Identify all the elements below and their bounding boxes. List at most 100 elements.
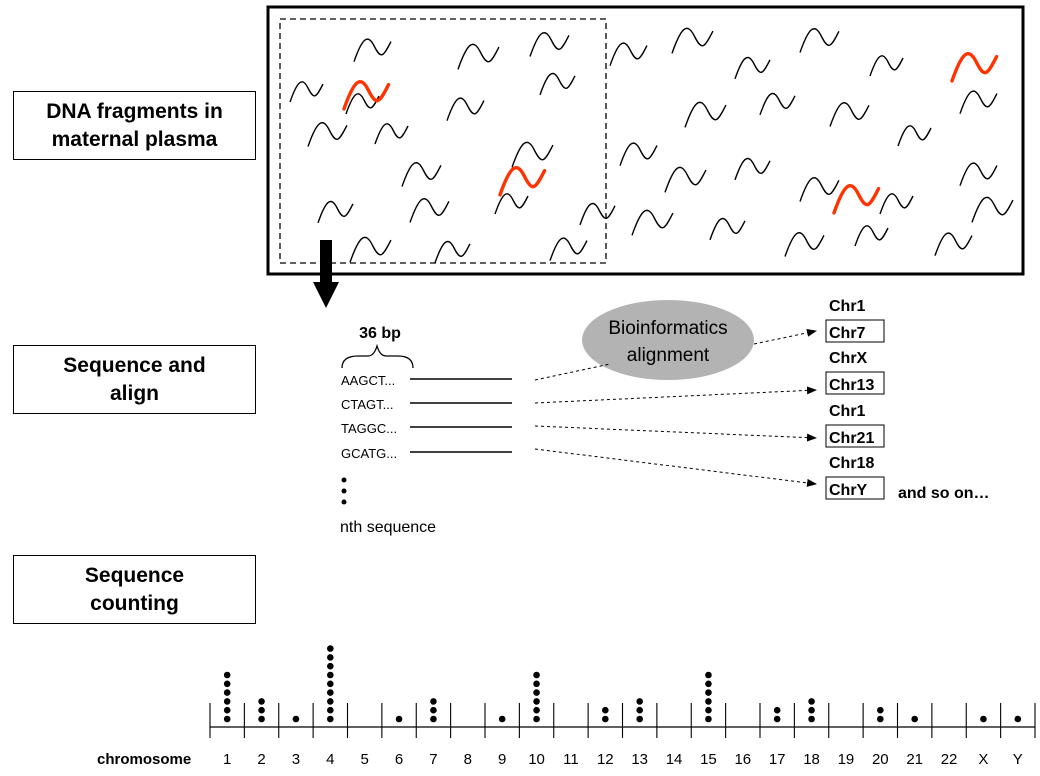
count-dot — [327, 689, 334, 696]
count-dot — [636, 715, 643, 723]
chromosome-tick-label: 4 — [326, 751, 334, 768]
read-sequence: TAGGC... — [341, 421, 397, 436]
sequence-reads: AAGCT... CTAGT... TAGGC... GCATG... — [341, 373, 512, 461]
count-dot — [808, 715, 815, 723]
dna-fragment — [409, 198, 450, 223]
dna-fragments — [289, 27, 1014, 264]
count-dot — [877, 706, 884, 714]
chromosome-hit-boxed-label: Chr21 — [829, 430, 874, 447]
count-dot — [980, 715, 987, 723]
alignment-arrow — [534, 425, 817, 442]
chromosome-hit-label: Chr1 — [829, 403, 866, 420]
vertical-ellipsis-icon — [341, 477, 347, 505]
count-dot — [430, 706, 437, 714]
read-sequence: AAGCT... — [341, 373, 395, 388]
count-dot — [223, 698, 231, 705]
step-sequence-counting: Sequence counting — [13, 555, 256, 624]
chromosome-hit-label: ChrX — [829, 350, 868, 367]
sample-selection-box — [279, 18, 607, 264]
dna-fragment — [511, 141, 554, 168]
step-sequence-align: Sequence and align — [13, 345, 256, 414]
chromosome-tick-label: 20 — [872, 751, 889, 768]
chromosome-tick-label: 16 — [734, 751, 751, 768]
count-dot — [498, 715, 506, 723]
dna-fragment — [869, 55, 904, 77]
dna-fragment — [353, 38, 392, 62]
count-dot — [705, 706, 712, 714]
chromosome-tick-label: 1 — [223, 751, 231, 768]
dna-fragment — [631, 209, 674, 236]
count-dot — [911, 715, 918, 723]
dna-fragment — [734, 56, 771, 80]
count-dot — [258, 698, 265, 705]
dna-fragment — [401, 162, 442, 187]
dna-fragment — [579, 202, 616, 226]
chromosome-tick-label: Y — [1013, 751, 1023, 768]
dna-fragment — [457, 43, 500, 70]
chromosome-tick-label: 21 — [906, 751, 923, 768]
alignment-arrow — [534, 363, 611, 381]
count-dot — [705, 689, 712, 696]
chromosome-hit-box — [825, 371, 885, 395]
count-dot — [877, 715, 884, 723]
chromosome-tick-label: 11 — [563, 751, 579, 768]
dna-fragment — [529, 32, 570, 57]
dna-fragment — [799, 28, 840, 53]
step-label: Sequence and align — [63, 353, 206, 405]
count-dot — [533, 706, 540, 714]
chromosome-tick-label: 13 — [631, 751, 648, 768]
chromosome-hit-label: Chr18 — [829, 455, 874, 472]
count-dot — [533, 671, 540, 679]
chromosome-tick-label: 3 — [292, 751, 300, 768]
chromosome-tick-label: 19 — [838, 751, 855, 768]
read-sequence: CTAGT... — [341, 397, 393, 412]
count-dot — [327, 654, 334, 661]
dna-fragment — [734, 157, 771, 181]
read-sequence: GCATG... — [341, 446, 397, 461]
chromosome-tick-label: 5 — [361, 751, 369, 768]
dna-fragment — [784, 232, 825, 257]
chromosome-hit-boxed-label: ChrY — [829, 482, 868, 499]
alignment-ellipse — [582, 300, 754, 380]
chromosome-hit-boxed-label: Chr13 — [829, 377, 874, 394]
count-dot — [808, 698, 815, 705]
chromosome-axis-label: chromosome — [97, 751, 191, 768]
count-dot — [533, 680, 540, 688]
down-arrow-icon — [313, 240, 339, 308]
dna-fragment — [349, 236, 392, 263]
count-dot — [327, 671, 334, 679]
count-dot — [705, 698, 712, 705]
count-dot — [327, 715, 334, 723]
alignment-label-line2: alignment — [627, 345, 710, 366]
chromosome-tick-label: 10 — [528, 751, 545, 768]
count-dot — [327, 680, 334, 688]
count-dot — [773, 706, 781, 714]
chromosome-hit-box — [825, 319, 885, 343]
count-dot — [602, 715, 609, 723]
fetal-dna-fragment — [832, 184, 881, 215]
dna-fragment — [854, 225, 889, 247]
count-dot — [602, 706, 609, 714]
count-dot — [327, 698, 334, 705]
chromosome-hit-label: Chr1 — [829, 298, 866, 315]
chromosome-tick-label: 7 — [429, 751, 437, 768]
count-dot — [636, 698, 643, 705]
alignment-arrow — [534, 448, 817, 487]
count-dot — [1014, 715, 1022, 723]
count-dot — [705, 680, 712, 688]
count-dot — [327, 662, 334, 670]
chromosome-tick-label: 14 — [666, 751, 683, 768]
dna-fragment — [446, 97, 485, 121]
dna-fragment — [971, 196, 1014, 223]
dna-fragment — [759, 92, 796, 116]
chromosome-tick-label: 15 — [700, 751, 717, 768]
dna-fragment — [879, 193, 914, 215]
fetal-dna-fragment — [342, 80, 391, 111]
chromosome-tick-label: 18 — [803, 751, 820, 768]
count-dot — [327, 645, 334, 652]
dna-fragment — [494, 193, 529, 215]
dna-fragment — [609, 42, 648, 66]
count-dot — [258, 715, 265, 723]
